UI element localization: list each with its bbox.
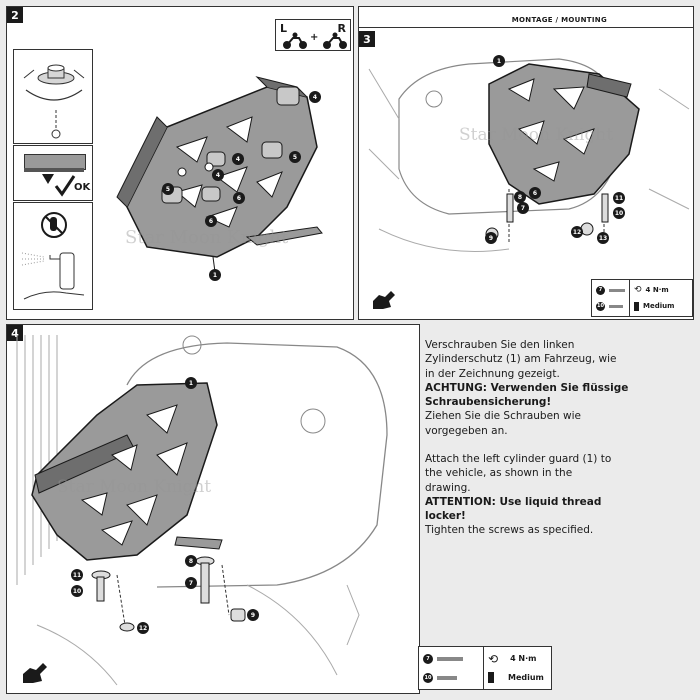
callout-8: 8	[185, 555, 197, 567]
thread-locker-icon	[634, 301, 639, 311]
instruction-line: drawing.	[425, 481, 471, 494]
instruction-line: in der Zeichnung gezeigt.	[425, 367, 560, 380]
checkmark-icon	[54, 175, 76, 197]
bolt-column: 7 10	[592, 280, 630, 316]
callout-9: 9	[247, 609, 259, 621]
right-side-label: R	[337, 22, 346, 35]
step-4-panel: 4 1 11 10 8 7 12 9 Star Moon Knight	[6, 324, 420, 694]
torque-icon: ⟲	[488, 651, 499, 666]
plus-sign: +	[310, 32, 319, 43]
bolt-icon	[437, 675, 457, 680]
surface-check-box: OK	[13, 145, 93, 201]
torque-spec-box: 7 10 ⟲ 4 N·m Medium	[418, 646, 552, 690]
instruction-line: Verschrauben Sie den linken	[425, 339, 575, 351]
callout-9: 9	[485, 232, 497, 244]
callout-4: 4	[309, 91, 321, 103]
callout-5: 5	[162, 183, 174, 195]
instruction-line: Ziehen Sie die Schrauben wie	[425, 410, 582, 423]
watermark: Star Moon Knight	[57, 477, 212, 497]
callout-5: 5	[289, 151, 301, 163]
motorcycle-icon	[283, 32, 307, 49]
no-cleaner-spray-icon	[21, 212, 85, 300]
torque-value: 4 N·m	[510, 654, 537, 663]
step-number: 2	[7, 7, 23, 23]
callout-12: 12	[137, 622, 149, 634]
locker-strength: Medium	[643, 302, 675, 310]
callout-7: 7	[185, 577, 197, 589]
callout-6: 6	[205, 215, 217, 227]
thread-locker-icon	[488, 672, 494, 683]
engine-mounting-diagram	[368, 58, 690, 252]
bolt-10-marker: 10	[596, 301, 605, 311]
callout-8: 8	[514, 191, 526, 203]
warning-line: ACHTUNG: Verwenden Sie flüssige	[425, 381, 629, 394]
callout-12: 12	[571, 226, 583, 238]
bolt-7-marker: 7	[423, 653, 433, 664]
step-3-panel: 3 MONTAGE / MOUNTING 1 6 7 8 9 10 11 12 …	[358, 6, 694, 320]
callout-1: 1	[493, 55, 505, 67]
callout-10: 10	[71, 585, 83, 597]
step-2-panel: 2 L R + OK	[6, 6, 354, 320]
callout-7: 7	[517, 202, 529, 214]
instruction-line: Tighten the screws as specified.	[425, 524, 594, 537]
locker-strength: Medium	[508, 673, 544, 682]
callout-13: 13	[597, 232, 609, 244]
adhesive-pad-box	[13, 49, 93, 144]
section-title: MONTAGE / MOUNTING	[511, 16, 607, 24]
bolt-icon	[437, 656, 463, 661]
instruction-line: the vehicle, as shown in the	[425, 467, 573, 480]
left-side-label: L	[280, 22, 288, 35]
no-spray-box	[13, 202, 93, 310]
value-column: ⟲4 N·m Medium	[630, 280, 692, 316]
instructions-english: Attach the left cylinder guard (1) to th…	[425, 452, 611, 538]
watermark: Star Moon Knight	[459, 125, 614, 145]
warning-line: Schraubensicherung!	[425, 396, 552, 409]
bolt-icon	[609, 304, 623, 308]
instruction-line: Attach the left cylinder guard (1) to	[425, 453, 612, 465]
pointer-triangle-icon	[42, 174, 54, 184]
instruction-line: vorgegeben an.	[425, 424, 508, 437]
bolt-10-marker: 10	[423, 672, 433, 683]
step-number: 4	[7, 325, 23, 341]
instructions-german: Verschrauben Sie den linken Zylinderschu…	[425, 338, 628, 438]
surface-layer	[24, 168, 84, 172]
callout-10: 10	[613, 207, 625, 219]
callout-4: 4	[212, 169, 224, 181]
callout-1: 1	[185, 377, 197, 389]
adhesive-pad-icon	[23, 64, 85, 139]
bolt-7-marker: 7	[596, 285, 605, 295]
step-number: 3	[359, 31, 375, 47]
bolt-icon	[609, 288, 625, 292]
wrench-icon	[373, 291, 395, 309]
cylinder-guard-install-diagram	[16, 335, 388, 686]
wrench-icon	[23, 663, 47, 683]
torque-value: 4 N·m	[645, 286, 669, 294]
torque-icon: ⟲	[634, 285, 642, 295]
warning-line: locker!	[425, 510, 466, 523]
callout-6: 6	[233, 192, 245, 204]
title-rule	[359, 27, 693, 28]
callout-1: 1	[209, 269, 221, 281]
callout-4: 4	[232, 153, 244, 165]
instruction-line: Zylinderschutz (1) am Fahrzeug, wie	[425, 353, 617, 366]
motorcycle-icon	[323, 32, 347, 49]
callout-6: 6	[529, 187, 541, 199]
warning-line: ATTENTION: Use liquid thread	[425, 495, 602, 508]
value-column: ⟲ 4 N·m Medium	[484, 647, 551, 689]
callout-11: 11	[613, 192, 625, 204]
bolt-column: 7 10	[419, 647, 484, 689]
orientation-badge: L R +	[275, 19, 351, 51]
ok-label: OK	[74, 182, 91, 193]
callout-11: 11	[71, 569, 83, 581]
watermark: Star Moon Knight	[125, 227, 289, 248]
torque-spec-box: 7 10 ⟲4 N·m Medium	[591, 279, 693, 317]
